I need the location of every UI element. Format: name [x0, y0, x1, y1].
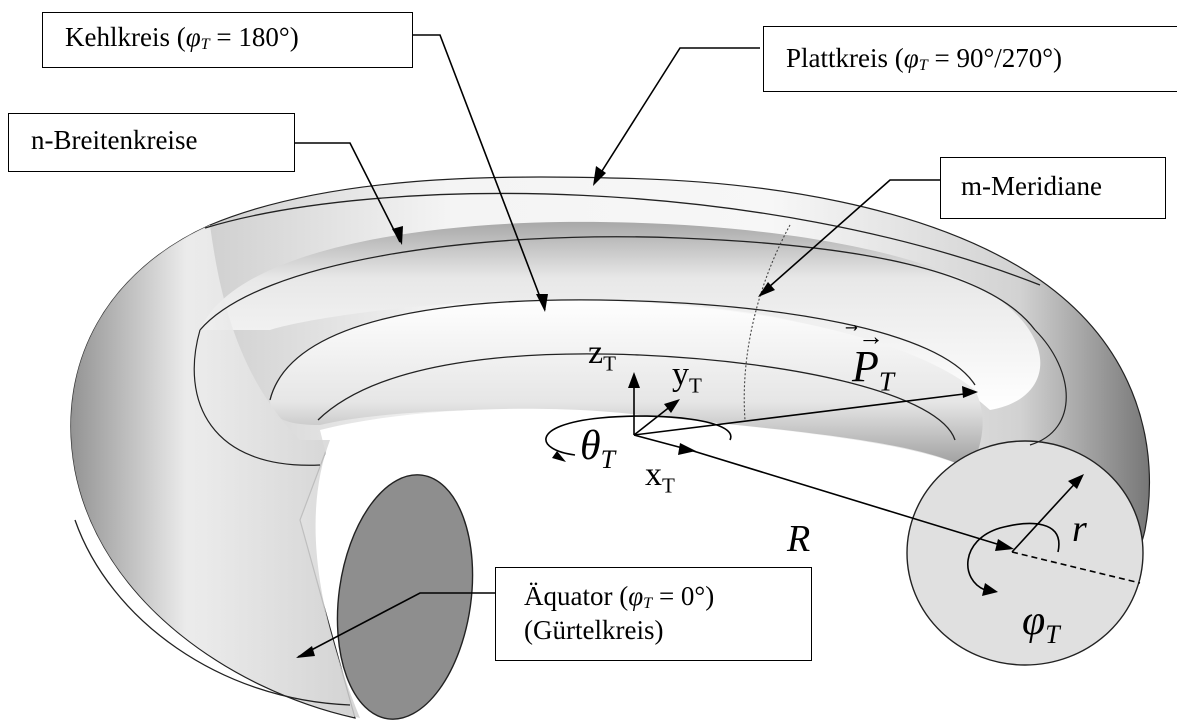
latitude-circle-n — [199, 236, 1036, 331]
meridian-line — [743, 224, 791, 421]
x-axis-label: xT — [645, 458, 675, 496]
y-axis-label: yT — [672, 358, 702, 396]
x-sub: T — [662, 473, 675, 498]
r-major-letter: R — [787, 518, 811, 560]
phi-symbol: φ — [628, 581, 644, 611]
label-breitenkreise: n-Breitenkreise — [8, 113, 295, 172]
z-letter: z — [588, 334, 604, 371]
aequator-eq: 0° — [680, 581, 706, 611]
theta-label: θT — [580, 425, 615, 473]
eq-sign: = — [934, 43, 950, 73]
meridiane-text: m-Meridiane — [961, 171, 1102, 201]
phi-letter: φ — [1022, 598, 1046, 644]
phi-symbol: φ — [903, 43, 919, 73]
p-sub: T — [878, 366, 895, 397]
theta-letter: θ — [580, 423, 601, 469]
p-vector-label: ⃗→ PT — [852, 324, 895, 397]
r-minor-letter: r — [1072, 508, 1087, 550]
axis-arrowheads — [628, 372, 1084, 551]
torus-hole — [320, 408, 960, 480]
leader-arrowheads — [296, 166, 775, 658]
right-arm-line — [1029, 329, 1067, 446]
label-plattkreis: Plattkreis (φT = 90°/270°) — [763, 26, 1177, 92]
x-letter: x — [645, 456, 662, 493]
theta-rotation-arc — [545, 415, 732, 456]
theta-sub: T — [600, 445, 616, 475]
aequator-name: Äquator — [524, 581, 613, 611]
z-sub: T — [603, 351, 616, 376]
y-sub: T — [689, 373, 702, 398]
coordinate-axes — [633, 378, 1141, 584]
phi-rotation-arc — [967, 522, 1060, 591]
vector-arrow-icon: ⃗→ — [858, 322, 884, 351]
aequator-alt: (Gürtelkreis) — [524, 614, 664, 645]
eq-sign: = — [216, 22, 232, 52]
aequator-line-1: Äquator (φT = 0°) — [524, 581, 715, 613]
p-letter: P — [852, 342, 879, 391]
plattkreis-eq: 90°/270° — [956, 43, 1054, 73]
eq-sign: = — [658, 581, 675, 611]
kehlkreis-name: Kehlkreis — [65, 22, 170, 52]
y-letter: y — [672, 356, 689, 393]
latitude-circle-platt — [204, 192, 1041, 286]
torus-top-band — [200, 221, 1041, 410]
torus-inner-surface — [270, 300, 983, 470]
leader-lines — [295, 34, 940, 658]
torus-left-arm — [70, 225, 361, 718]
phi-arrowhead — [982, 583, 998, 596]
p-vector-wrap: ⃗→ P — [852, 324, 884, 391]
cross-section-right — [906, 440, 1144, 666]
left-arm-line-1 — [193, 329, 321, 466]
label-aequator: Äquator (φT = 0°) (Gürtelkreis) — [495, 567, 812, 661]
latitude-circle-upper-inner — [269, 299, 976, 401]
z-axis-label: zT — [588, 336, 616, 374]
radius-major-label: R — [787, 520, 810, 558]
label-meridiane: m-Meridiane — [940, 157, 1166, 219]
plattkreis-name: Plattkreis — [786, 43, 888, 73]
phi-t-label: φT — [1022, 600, 1060, 648]
phi-sub: T — [918, 56, 928, 75]
cross-section-left — [336, 474, 474, 720]
phi-sub: T — [200, 35, 210, 54]
radius-minor-label: r — [1072, 510, 1087, 548]
phi-t-sub: T — [1045, 620, 1060, 650]
kehlkreis-eq: 180° — [238, 22, 290, 52]
breitenkreise-text: n-Breitenkreise — [31, 125, 198, 155]
aequator-line — [74, 519, 351, 706]
phi-symbol: φ — [185, 22, 201, 52]
phi-sub: T — [643, 594, 653, 613]
label-kehlkreis: Kehlkreis (φT = 180°) — [42, 12, 413, 68]
theta-arrowhead — [552, 451, 566, 462]
